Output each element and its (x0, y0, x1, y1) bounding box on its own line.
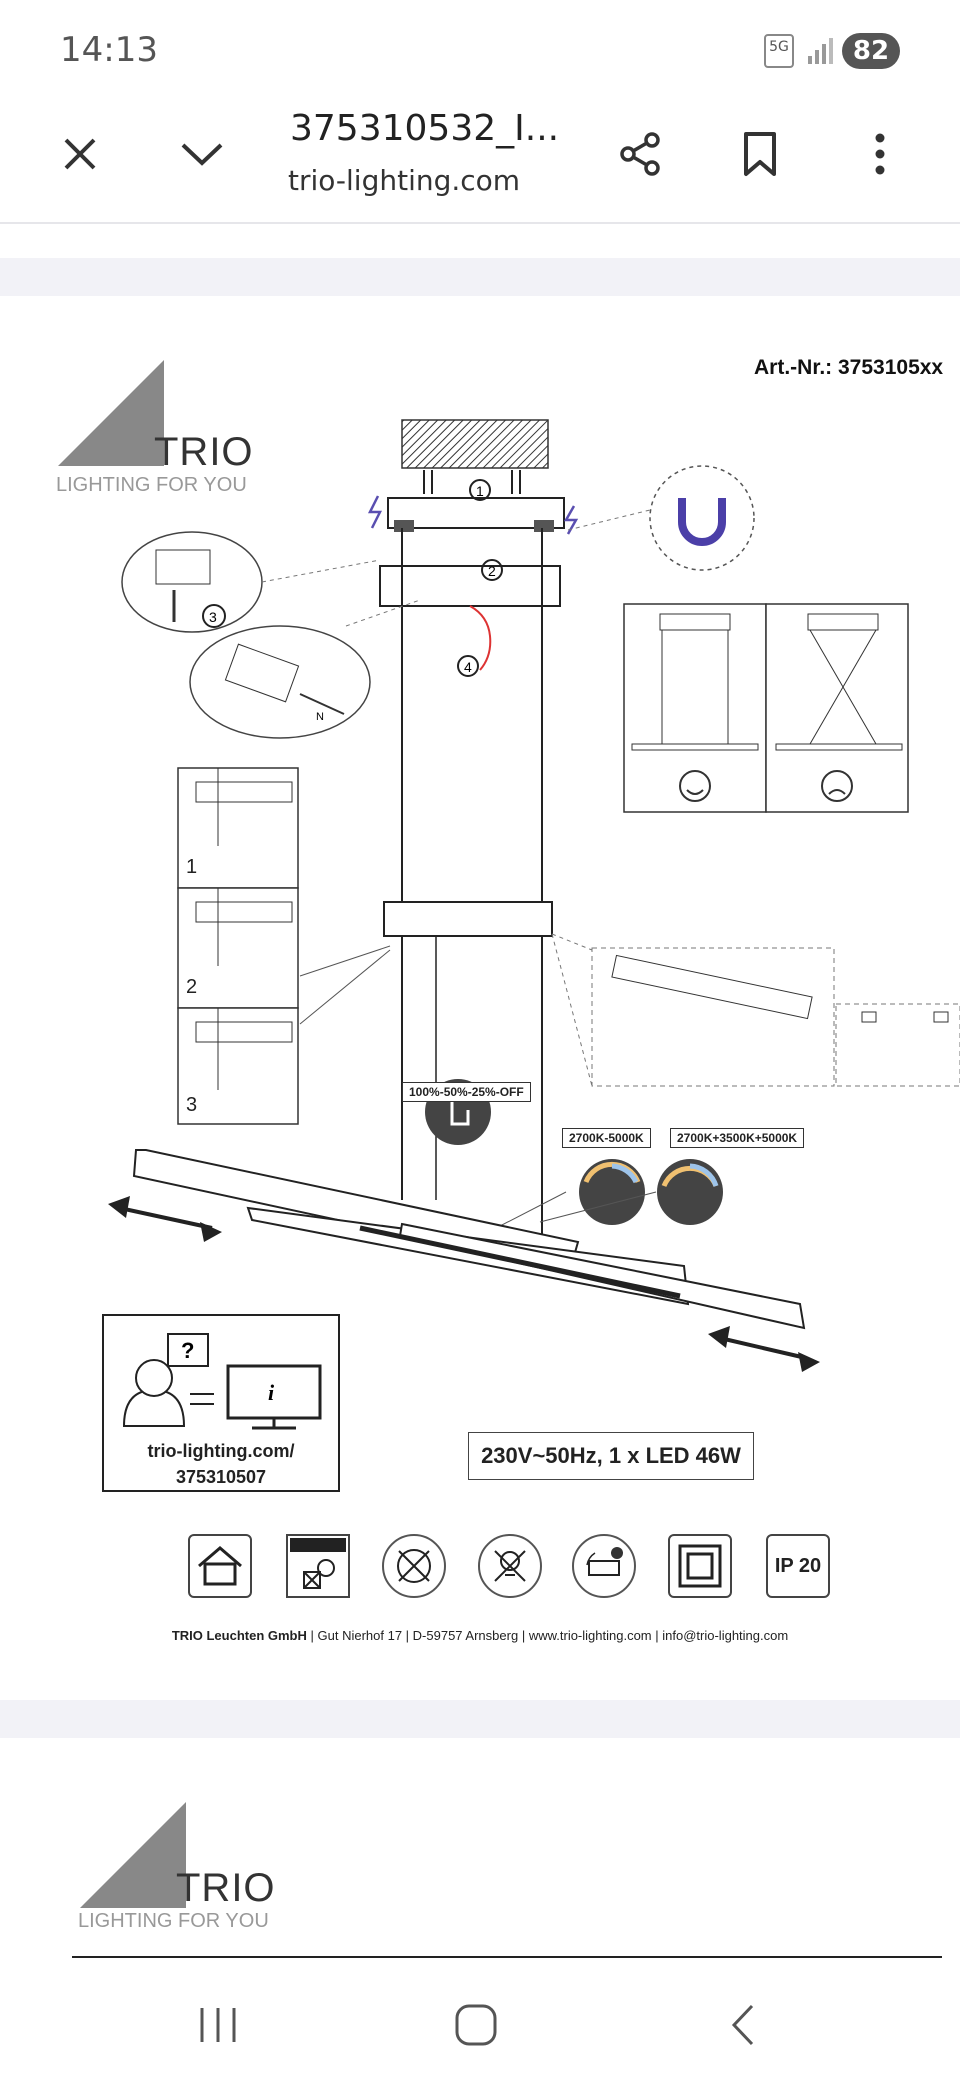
footer-website[interactable]: www.trio-lighting.com (528, 1628, 652, 1643)
back-icon (731, 2004, 754, 2046)
page-title: 375310532_I... (290, 108, 560, 149)
footer-address: Gut Nierhof 17 (317, 1628, 403, 1643)
status-bar (0, 0, 960, 100)
collapse-button[interactable] (170, 122, 234, 186)
trio-logo-icon (58, 360, 164, 466)
info-url-line2: 375310507 (175, 1467, 267, 1487)
indoor-use-icon (188, 1534, 252, 1598)
battery-indicator: 82 (842, 33, 900, 69)
no-cover-icon (382, 1534, 446, 1598)
dimming-label: 100%-50%-25%-OFF (402, 1082, 531, 1102)
page-divider (72, 1956, 942, 1958)
browser-toolbar (0, 100, 960, 224)
info-url-line1: trio-lighting.com/ (147, 1441, 295, 1461)
bookmark-icon (744, 132, 776, 176)
step-number: 2 (186, 976, 198, 998)
article-number: Art.-Nr.: 3753105xx (754, 356, 944, 379)
home-button[interactable] (436, 1996, 516, 2056)
back-button[interactable] (704, 1996, 784, 2056)
more-options-button[interactable] (848, 122, 912, 186)
more-vertical-icon (875, 133, 885, 175)
spec-label: 230V~50Hz, 1 x LED 46W (468, 1432, 754, 1480)
home-icon (455, 2004, 497, 2046)
close-button[interactable] (48, 122, 112, 186)
info-box (102, 1314, 340, 1492)
svg-text:3: 3 (209, 609, 217, 625)
page-url[interactable]: trio-lighting.com (288, 164, 521, 197)
page-gap (0, 1700, 960, 1738)
no-bulb-replace-icon (286, 1534, 350, 1598)
network-5g-icon: 5G (764, 34, 794, 68)
brand-name: TRIO (176, 1866, 276, 1910)
status-time: 14:13 (60, 30, 158, 70)
recents-icon (200, 2008, 236, 2042)
footer-email[interactable]: info@trio-lighting.com (662, 1628, 789, 1643)
page-gap (0, 258, 960, 296)
driver-replaceable-icon (572, 1534, 636, 1598)
share-icon (620, 132, 660, 176)
svg-text:i: i (268, 1380, 275, 1405)
protection-class-2-icon (668, 1534, 732, 1598)
ip-rating-badge: IP 20 (766, 1534, 830, 1598)
step-number: 1 (186, 856, 198, 878)
footer-city: D-59757 Arnsberg (412, 1628, 519, 1643)
footer-company: TRIO Leuchten GmbH (171, 1628, 307, 1643)
svg-text:4: 4 (464, 659, 472, 675)
share-button[interactable] (608, 122, 672, 186)
svg-text:N: N (316, 711, 324, 723)
led-not-replaceable-icon (478, 1534, 542, 1598)
chevron-down-icon (181, 143, 223, 166)
close-icon (64, 138, 96, 170)
trio-logo-icon (80, 1802, 186, 1908)
step-number: 3 (186, 1094, 198, 1116)
system-nav-bar (0, 1958, 960, 2080)
signal-icon (808, 38, 833, 64)
document-footer: TRIO Leuchten GmbH | Gut Nierhof 17 | D-… (171, 1628, 789, 1643)
info-url[interactable]: trio-lighting.com/ 375310507 (102, 1438, 340, 1490)
brand-tagline: LIGHTING FOR YOU (78, 1910, 269, 1932)
recents-button[interactable] (178, 1996, 258, 2056)
brand-name: TRIO (154, 430, 254, 474)
svg-text:?: ? (181, 1338, 194, 1363)
bookmark-button[interactable] (728, 122, 792, 186)
svg-text:1: 1 (476, 483, 484, 499)
cct-label-2: 2700K+3500K+5000K (670, 1128, 805, 1148)
cct-label-1: 2700K-5000K (562, 1128, 651, 1148)
svg-text:2: 2 (488, 563, 496, 579)
brand-tagline: LIGHTING FOR YOU (56, 474, 247, 496)
